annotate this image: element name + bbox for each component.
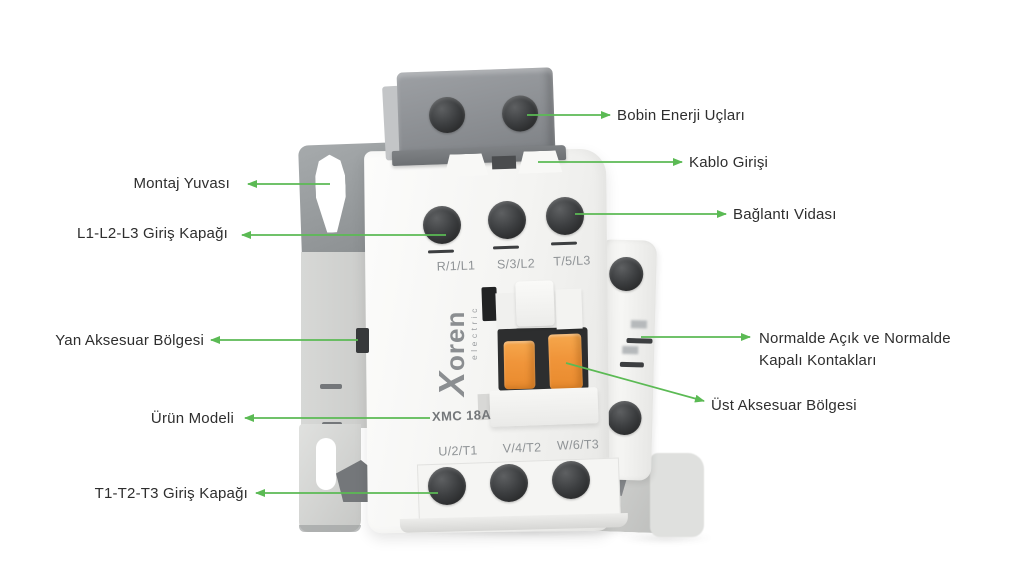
callout-label-normalde-kontaklari: Normalde Açık ve Normalde Kapalı Kontakl… xyxy=(759,330,951,369)
callout-label-bobin-enerji-uclari: Bobin Enerji Uçları xyxy=(617,107,746,124)
terminal-screw-t2 xyxy=(490,464,528,502)
callout-label-baglanti-vidasi: Bağlantı Vidası xyxy=(733,206,837,223)
callout-label-urun-modeli: Ürün Modeli xyxy=(150,410,234,427)
terminal-screw-l2 xyxy=(488,201,526,239)
foot-bottom-edge xyxy=(299,525,361,532)
arrow-ust-aksesuar-bolgesi xyxy=(565,362,705,403)
terminal-screw-t1 xyxy=(428,467,466,505)
callout-label-kablo-girisi: Kablo Girişi xyxy=(689,154,769,171)
terminal-screw-l1 xyxy=(423,206,461,244)
terminal-screw-l3 xyxy=(546,197,584,235)
callout-label-yan-aksesuar-bolgesi: Yan Aksesuar Bölgesi xyxy=(55,332,204,349)
din-rail-slot-upper xyxy=(320,384,342,389)
callout-label-t1t2t3-giris-kapagi: T1-T2-T3 Giriş Kapağı xyxy=(94,485,248,502)
callout-label-ust-aksesuar-bolgesi: Üst Aksesuar Bölgesi xyxy=(711,397,857,414)
callout-label-montaj-yuvasi: Montaj Yuvası xyxy=(133,175,230,192)
callout-label-l1l2l3-giris-kapagi: L1-L2-L3 Giriş Kapağı xyxy=(77,225,228,242)
mounting-oval-slot xyxy=(316,438,336,490)
side-accessory-slot xyxy=(356,328,369,353)
body-foot-right xyxy=(650,453,704,537)
terminal-screw-t3 xyxy=(552,461,590,499)
